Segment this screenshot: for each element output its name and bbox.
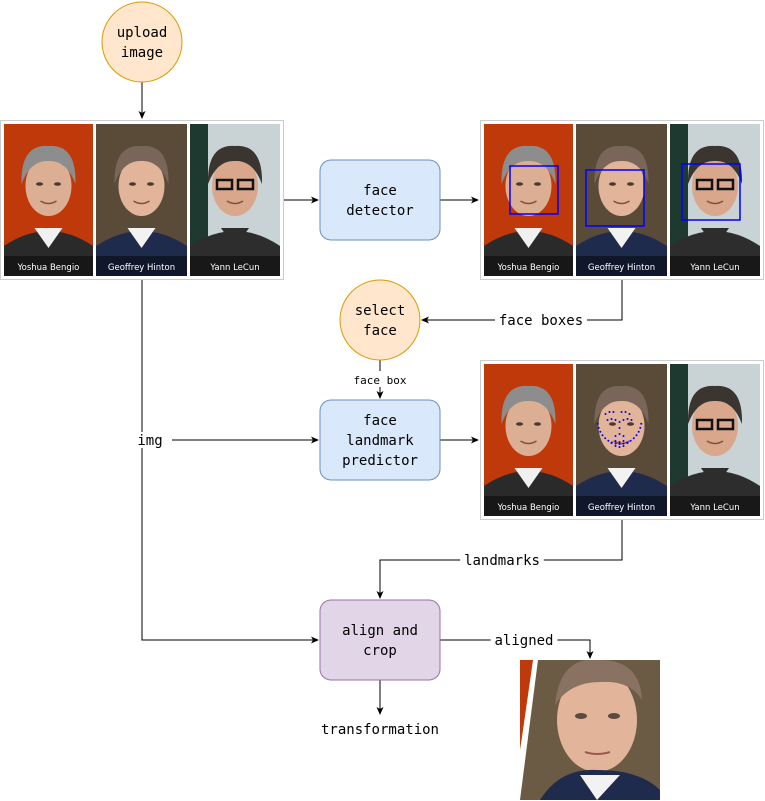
edge-label-landmarks: landmarks [460, 552, 544, 569]
photo-caption: Yoshua Bengio [17, 263, 80, 273]
align-and-crop-node[interactable] [319, 599, 441, 681]
svg-text:img: img [137, 433, 162, 449]
edge-label-face-boxes: face boxes [495, 312, 587, 329]
svg-text:landmarks: landmarks [464, 553, 540, 569]
edge-label-aligned: aligned [490, 632, 558, 649]
face-bounding-box [509, 165, 559, 215]
svg-text:aligned: aligned [494, 633, 553, 649]
edge-label-transformation: transformation [317, 721, 443, 738]
aligned-face-image [520, 660, 660, 800]
photo-caption: Yann LeCun [689, 263, 739, 273]
edge-label-img: img [133, 432, 167, 449]
photo-yoshua-bengio: Yoshua Bengio [484, 124, 573, 276]
photo-yann-lecun: Yann LeCun [670, 364, 760, 516]
photo-yoshua-bengio: Yoshua Bengio [4, 124, 93, 276]
edge-label-face-box: face box [349, 371, 411, 387]
photo-geoffrey-hinton: Geoffrey Hinton [96, 124, 187, 276]
facial-landmark-points [596, 411, 643, 448]
select-face-node[interactable] [339, 279, 421, 361]
edge-boxes-to-select [421, 280, 623, 324]
photo-caption: Yann LeCun [689, 503, 739, 513]
upload-image-node[interactable] [101, 1, 183, 83]
svg-text:transformation: transformation [321, 722, 439, 738]
photo-caption: Yoshua Bengio [497, 503, 560, 513]
svg-text:face boxes: face boxes [499, 313, 583, 329]
face-bounding-box [681, 163, 741, 221]
photo-yann-lecun: Yann LeCun [190, 124, 280, 276]
face-detector-node[interactable] [319, 159, 441, 241]
detected-faces-image-strip: Yoshua Bengio Geoffrey Hinton Yann LeCun [480, 120, 764, 280]
input-image-strip: Yoshua Bengio Geoffrey Hinton Yann LeCun [0, 120, 284, 280]
photo-yoshua-bengio: Yoshua Bengio [484, 364, 573, 516]
photo-geoffrey-hinton: Geoffrey Hinton [576, 124, 667, 276]
photo-caption: Yann LeCun [209, 263, 259, 273]
edge-img-to-align [141, 280, 319, 644]
photo-caption: Geoffrey Hinton [588, 263, 655, 273]
photo-caption: Geoffrey Hinton [588, 503, 655, 513]
svg-text:face box: face box [354, 374, 407, 387]
photo-caption: Geoffrey Hinton [108, 263, 175, 273]
edge-align-to-aligned [440, 639, 594, 659]
photo-yann-lecun: Yann LeCun [670, 124, 760, 276]
face-landmark-predictor-node[interactable] [319, 399, 441, 481]
photo-geoffrey-hinton: Geoffrey Hinton [576, 364, 667, 516]
photo-caption: Yoshua Bengio [497, 263, 560, 273]
landmarks-image-strip: Yoshua Bengio Geoffrey Hinton Yann LeCun [480, 360, 764, 520]
face-bounding-box [585, 169, 645, 227]
